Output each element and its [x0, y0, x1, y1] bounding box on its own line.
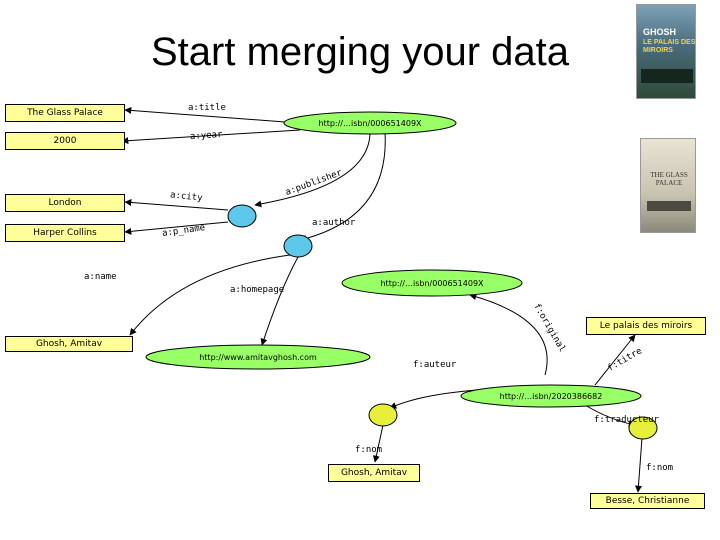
literal-london: London [5, 194, 125, 212]
edge-a-city [124, 198, 229, 211]
resource-isbn3: http://…isbn/2020386682 [499, 391, 603, 401]
edge-label-a-author: a:author [312, 218, 356, 228]
literal-glass-palace: The Glass Palace [5, 104, 125, 122]
literal-year: 2000 [5, 132, 125, 150]
resource-homepage-shape [145, 344, 371, 370]
edge-a-name [129, 254, 291, 336]
edge-label-a-name: a:name [84, 272, 117, 282]
edge-a-publisher [254, 131, 371, 208]
blank-node-auteur [368, 403, 398, 427]
cover-silhouette [641, 69, 693, 83]
resource-isbn2: http://…isbn/000651409X [380, 278, 484, 288]
edge-a-homepage [260, 256, 299, 346]
edge-f-nom-1 [372, 424, 384, 463]
blank-node-author [283, 234, 313, 258]
literal-palais-des-miroirs: Le palais des miroirs [586, 317, 706, 335]
blank-node-publisher [227, 204, 257, 228]
literal-besse-christianne: Besse, Christianne [590, 493, 705, 509]
book-cover-english: THE GLASS PALACE [640, 138, 696, 233]
edge-label-a-homepage: a:homepage [230, 285, 285, 295]
edge-label-a-title: a:title [188, 103, 226, 113]
edge-f-nom-2 [634, 437, 643, 493]
cover-title-text-2: THE GLASS PALACE [650, 171, 688, 187]
resource-isbn2-shape [341, 269, 523, 297]
edge-label-f-nom-1: f:nom [355, 445, 383, 455]
cover-title-text: LE PALAIS DES MIROIRS [643, 39, 696, 54]
edge-a-author [299, 131, 386, 242]
edge-a-year [121, 129, 301, 145]
resource-isbn3-shape [460, 384, 642, 408]
edge-a-p-name [124, 221, 229, 235]
book-cover-french: GHOSH LE PALAIS DES MIROIRS [636, 4, 696, 99]
edge-label-f-auteur: f:auteur [413, 360, 457, 370]
resource-isbn1: http://…isbn/000651409X [318, 118, 422, 128]
cover-author-text: GHOSH [643, 27, 677, 37]
resource-isbn1-shape [283, 111, 457, 135]
literal-ghosh-amitav: Ghosh, Amitav [5, 336, 133, 352]
edge-a-title [124, 106, 286, 123]
cover-silhouette-2 [647, 201, 691, 211]
blank-node-traducteur [628, 416, 658, 440]
edge-label-f-nom-2: f:nom [646, 463, 674, 473]
page-title: Start merging your data [151, 30, 569, 74]
edge-f-original [469, 293, 548, 376]
edge-label-f-traducteur: f:traducteur [594, 415, 660, 425]
literal-harper-collins: Harper Collins [5, 224, 125, 242]
resource-homepage: http://www.amitavghosh.com [199, 352, 317, 362]
literal-ghosh-amitav-2: Ghosh, Amitav [328, 464, 420, 482]
edge-f-titre [594, 334, 636, 386]
